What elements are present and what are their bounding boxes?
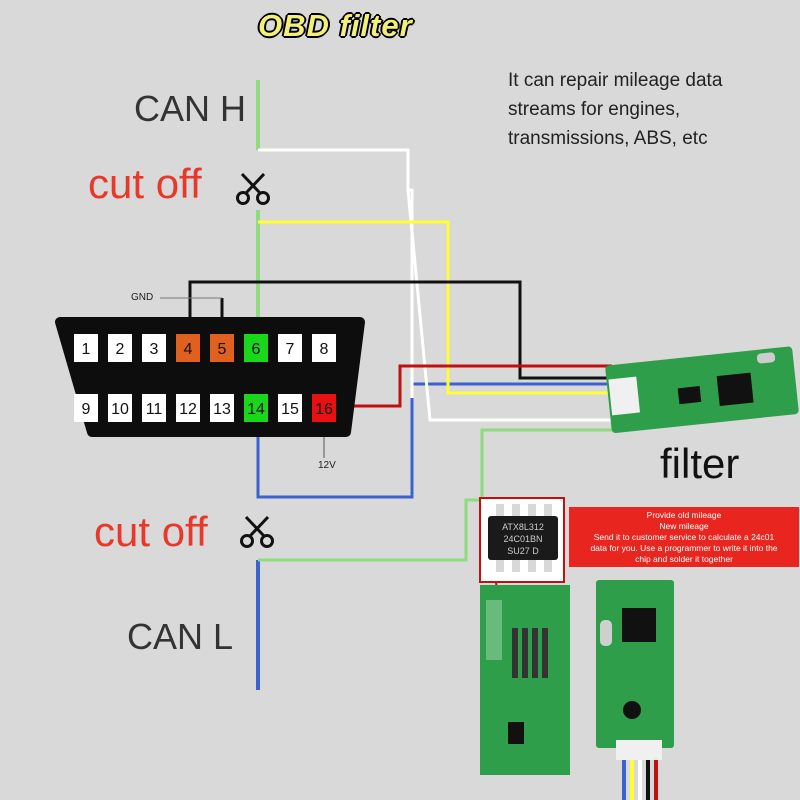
pin-11: [142, 394, 166, 422]
wire-bundle: [622, 760, 658, 800]
pin-13: [210, 394, 234, 422]
note-line: New mileage: [659, 520, 709, 531]
pin-label-8: 8: [320, 341, 329, 358]
gnd-label: GND: [131, 292, 154, 303]
v12-label: 12V: [318, 460, 336, 471]
pin-5: [210, 334, 234, 362]
pin-9: [74, 394, 98, 422]
pin-label-15: 15: [281, 401, 299, 418]
chip-line-3: SU27 D: [507, 546, 539, 556]
pin-6: [244, 334, 268, 362]
pin-label-4: 4: [184, 341, 193, 358]
can-l-green-wire: [258, 428, 612, 562]
description-text: It can repair mileage data streams for e…: [508, 70, 723, 149]
pin-7: [278, 334, 302, 362]
can-h-label: CAN H: [134, 88, 247, 129]
pin-15: [278, 394, 302, 422]
filter-module: [605, 346, 799, 434]
instruction-note: Provide old mileage New mileage Send it …: [569, 507, 799, 567]
filter-label: filter: [660, 440, 740, 487]
pin-12: [176, 394, 200, 422]
pin-14: [244, 394, 268, 422]
chip-line-2: 24C01BN: [503, 534, 542, 544]
chip-detail: ATX8L312 24C01BN SU27 D: [479, 497, 565, 583]
can-l-label: CAN L: [127, 616, 234, 657]
pin-label-3: 3: [150, 341, 159, 358]
pin-label-11: 11: [146, 401, 163, 418]
note-line: Provide old mileage: [646, 509, 722, 520]
cut-off-label-bottom: cut off: [94, 508, 208, 555]
chip-line-1: ATX8L312: [502, 522, 544, 532]
power-wire: [340, 364, 612, 408]
pin-2: [108, 334, 132, 362]
pin-label-2: 2: [116, 341, 125, 358]
pin-label-10: 10: [111, 401, 129, 418]
can-l-wire: [256, 382, 612, 499]
page-title: OBD filter: [258, 8, 413, 43]
note-line: chip and solder it together: [635, 553, 733, 564]
pin-label-16: 16: [315, 401, 333, 418]
pin-1: [74, 334, 98, 362]
scissors-icon: [236, 172, 270, 205]
note-line: data for you. Use a programmer to write …: [590, 542, 778, 553]
pin-label-7: 7: [286, 341, 295, 358]
wires: [160, 80, 614, 690]
pin-10: [108, 394, 132, 422]
cut-off-label-top: cut off: [88, 160, 202, 207]
pin-label-13: 13: [213, 401, 231, 418]
filter-module-vertical: [596, 580, 674, 760]
adapter-board: [480, 585, 570, 775]
pin-4: [176, 334, 200, 362]
pin-8: [312, 334, 336, 362]
pin-label-6: 6: [252, 341, 261, 358]
scissors-icon: [240, 515, 274, 548]
pin-label-5: 5: [218, 341, 227, 358]
pin-3: [142, 334, 166, 362]
note-line: Send it to customer service to calculate…: [593, 531, 775, 542]
yellow-wire: [258, 220, 612, 395]
pin-label-1: 1: [82, 341, 91, 358]
pin-label-12: 12: [179, 401, 197, 418]
pin-label-14: 14: [247, 401, 265, 418]
pin-16: [312, 394, 336, 422]
pin-label-9: 9: [82, 401, 91, 418]
